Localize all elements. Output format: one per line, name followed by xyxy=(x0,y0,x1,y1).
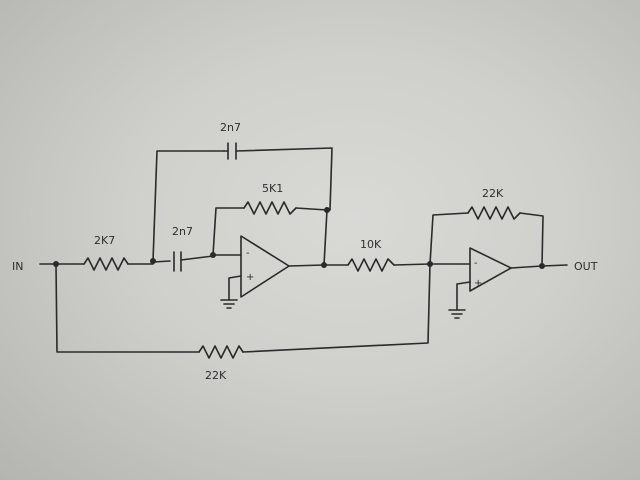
resistor-22k-feedback-label: 22K xyxy=(482,187,504,200)
opamp-2-plus-sign: + xyxy=(474,278,482,289)
wire xyxy=(180,255,214,261)
wire xyxy=(152,260,171,263)
opamp-1-plus-sign: + xyxy=(246,272,254,283)
wire xyxy=(429,212,469,265)
resistor-10k-label: 10K xyxy=(360,238,382,251)
wire xyxy=(212,207,245,256)
opamp-1-minus-sign: - xyxy=(246,248,250,259)
resistor-22k-bypass-label: 22K xyxy=(205,369,227,382)
resistor-5k1-label: 5K1 xyxy=(262,182,283,195)
wire xyxy=(519,212,544,267)
wire xyxy=(242,263,431,353)
opamp-2 xyxy=(469,247,512,292)
wire xyxy=(393,263,431,266)
wire xyxy=(223,147,333,211)
capacitor-2n7-series xyxy=(173,251,182,272)
wire xyxy=(288,264,325,267)
wire xyxy=(295,207,328,211)
wire xyxy=(228,275,242,301)
wire xyxy=(510,265,543,269)
capacitor-2n7-top xyxy=(227,142,237,160)
ground-symbol-2 xyxy=(448,309,466,319)
wire xyxy=(152,150,225,262)
resistor-2k7 xyxy=(83,257,129,271)
resistor-22k-bypass xyxy=(198,345,244,359)
wire xyxy=(323,209,328,266)
capacitor-2n7-series-label: 2n7 xyxy=(172,225,193,238)
resistor-2k7-label: 2K7 xyxy=(94,234,115,247)
opamp-1 xyxy=(240,235,290,298)
wire xyxy=(456,281,471,311)
output-wire xyxy=(541,264,568,267)
input-terminal-label: IN xyxy=(12,260,23,273)
resistor-22k-feedback xyxy=(467,206,521,220)
resistor-10k xyxy=(347,258,395,272)
ground-symbol-1 xyxy=(220,299,238,309)
wire xyxy=(55,263,200,353)
opamp-2-minus-sign: - xyxy=(474,258,478,269)
capacitor-2n7-top-label: 2n7 xyxy=(220,121,241,134)
output-terminal-label: OUT xyxy=(574,260,598,273)
resistor-5k1 xyxy=(243,201,297,215)
